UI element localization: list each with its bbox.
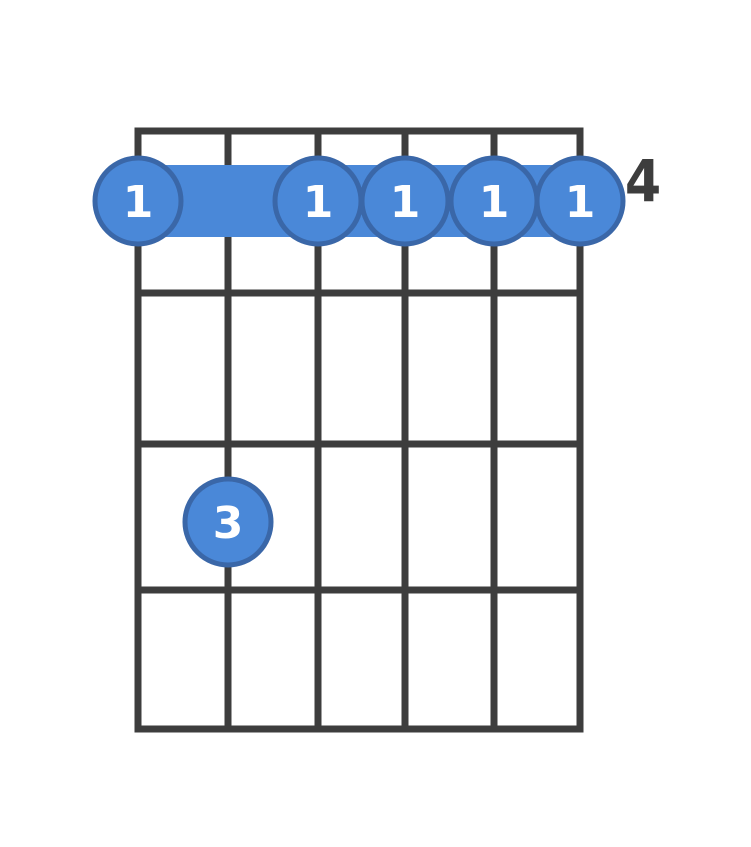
finger-dot-string-3-fret-1: 1 <box>272 155 364 247</box>
finger-dot-string-1-fret-1: 1 <box>92 155 184 247</box>
finger-number: 1 <box>390 177 421 228</box>
finger-dot-circle <box>359 155 451 247</box>
finger-number: 1 <box>123 177 154 228</box>
finger-dot-string-6-fret-1: 1 <box>534 155 626 247</box>
finger-number: 3 <box>213 498 244 549</box>
finger-number: 1 <box>565 177 596 228</box>
finger-dot-circle <box>182 476 274 568</box>
finger-dot-string-5-fret-1: 1 <box>448 155 540 247</box>
finger-dot-string-2-fret-3: 3 <box>182 476 274 568</box>
finger-number: 1 <box>303 177 334 228</box>
finger-dots: 1 1 1 1 1 3 <box>92 155 626 568</box>
finger-number: 1 <box>479 177 510 228</box>
finger-dot-circle <box>534 155 626 247</box>
finger-dot-circle <box>92 155 184 247</box>
finger-dot-string-4-fret-1: 1 <box>359 155 451 247</box>
starting-fret-label: 4 <box>625 147 661 215</box>
